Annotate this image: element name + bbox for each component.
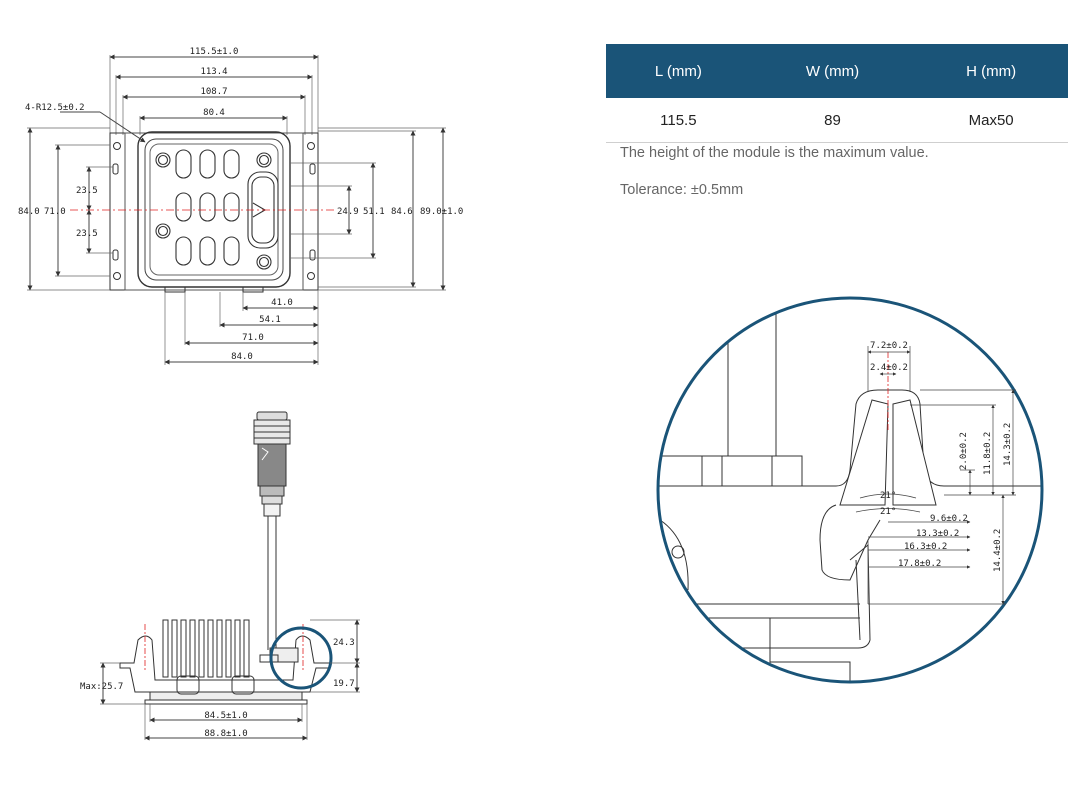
angle-1: 21° [880, 491, 896, 501]
spec-header-row: L (mm) W (mm) H (mm) [606, 44, 1068, 98]
dim-left-23-5-top: 23.5 [76, 186, 98, 196]
radius-label: 4-R12.5±0.2 [25, 103, 85, 113]
spec-value-row: 115.5 89 Max50 [606, 98, 1068, 143]
dim-right-51-1: 51.1 [363, 207, 385, 217]
dim-13-3: 13.3±0.2 [916, 529, 959, 539]
value-width: 89 [750, 98, 915, 143]
side-view [100, 411, 360, 741]
dim-19-7: 19.7 [333, 679, 355, 689]
dim-16-3: 16.3±0.2 [904, 542, 947, 552]
dim-115-5: 115.5±1.0 [190, 47, 239, 57]
dim-right-24-9: 24.9 [337, 207, 359, 217]
height-note: The height of the module is the maximum … [620, 145, 929, 161]
dim-2-4: 2.4±0.2 [870, 363, 908, 373]
dim-left-84: 84.0 [18, 207, 40, 217]
top-view-labels: 115.5±1.0 113.4 108.7 80.4 4-R12.5±0.2 8… [18, 47, 463, 362]
header-length: L (mm) [606, 44, 751, 98]
top-view [27, 54, 446, 365]
dim-9-6: 9.6±0.2 [930, 514, 968, 524]
max-height-label: Max:25.7 [80, 682, 123, 692]
dim-24-3: 24.3 [333, 638, 355, 648]
value-length: 115.5 [606, 98, 751, 143]
dim-88-8: 88.8±1.0 [204, 729, 247, 739]
heatsink-fins [162, 619, 250, 678]
connector [253, 411, 291, 650]
dim-right-84-6: 84.6 [391, 207, 413, 217]
side-view-labels: Max:25.7 24.3 19.7 84.5±1.0 88.8±1.0 [80, 638, 355, 739]
dim-17-8: 17.8±0.2 [898, 559, 941, 569]
header-width: W (mm) [750, 44, 915, 98]
value-height: Max50 [914, 98, 1068, 143]
dim-14-4: 14.4±0.2 [993, 529, 1003, 572]
spec-table: L (mm) W (mm) H (mm) 115.5 89 Max50 [606, 44, 1068, 143]
dim-bottom-54-1: 54.1 [259, 315, 281, 325]
dim-14-3: 14.3±0.2 [1003, 423, 1013, 466]
dim-left-71: 71.0 [44, 207, 66, 217]
angle-2: 21° [880, 507, 896, 517]
dim-bottom-41: 41.0 [271, 298, 293, 308]
dim-left-23-5-bottom: 23.5 [76, 229, 98, 239]
dim-108-7: 108.7 [200, 87, 227, 97]
dim-bottom-84: 84.0 [231, 352, 253, 362]
detail-view: 7.2±0.2 2.4±0.2 2.0±0.2 11.8±0.2 14.3±0.… [656, 296, 1044, 684]
dim-right-89: 89.0±1.0 [420, 207, 463, 217]
dim-84-5: 84.5±1.0 [204, 711, 247, 721]
dim-bottom-71: 71.0 [242, 333, 264, 343]
tolerance-note: Tolerance: ±0.5mm [620, 182, 744, 198]
dim-113-4: 113.4 [200, 67, 227, 77]
dim-7-2: 7.2±0.2 [870, 341, 908, 351]
dim-2-0: 2.0±0.2 [959, 432, 969, 470]
dim-11-8: 11.8±0.2 [983, 432, 993, 475]
dim-80-4: 80.4 [203, 108, 225, 118]
header-height: H (mm) [914, 44, 1068, 98]
